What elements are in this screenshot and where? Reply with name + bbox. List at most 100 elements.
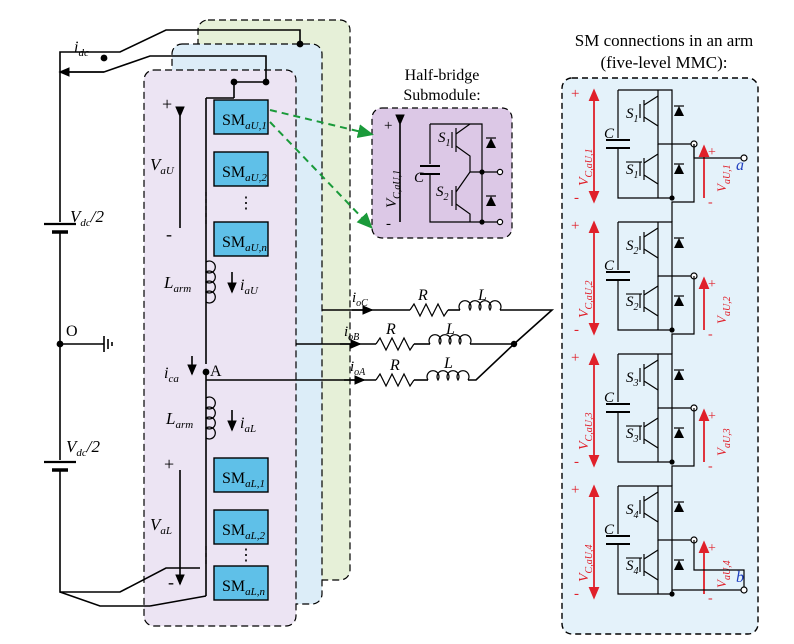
terminal-b-label: b	[736, 569, 744, 586]
l-a-label: L	[443, 355, 453, 372]
l-b-label: L	[445, 321, 455, 338]
upper-larm-label: Larm	[163, 273, 191, 295]
half-bridge-circuit	[395, 114, 504, 226]
arm-cell-out-minus: -	[708, 195, 713, 210]
ial-label: iaL	[240, 415, 256, 435]
terminal-a-label: a	[736, 157, 744, 174]
lower-arm	[149, 372, 269, 607]
hb-cap-label: C	[414, 170, 425, 186]
sm-al-1-label: SMaL,1	[222, 470, 265, 490]
ioa-label: ioA	[350, 359, 366, 378]
ioc-label: ioC	[352, 290, 368, 309]
idc-label: idc	[74, 39, 89, 59]
hb-minus: -	[386, 216, 391, 232]
hb-s1-label: S1	[438, 130, 451, 149]
upper-arm-dots: ⋮	[238, 195, 254, 212]
vdc-top-label: Vdc/2	[70, 207, 105, 229]
arm-cell-vc-label: VC,aU,3	[577, 413, 595, 450]
arm-cell-cap-label: C	[604, 390, 615, 406]
sm-au-2-label: SMaU,2	[222, 164, 267, 184]
ground-node-label: O	[66, 323, 78, 340]
iau-label: iaU	[240, 277, 259, 297]
l-c-label: L	[477, 287, 487, 304]
upper-arm	[175, 97, 269, 364]
arm-cell-plus: +	[571, 86, 579, 102]
arm-cell-vo-label: VaU,2	[714, 296, 733, 324]
arm-cell-bottom-switch-label: S3	[626, 426, 639, 445]
arm-cell-out-minus: -	[708, 327, 713, 342]
arm-cell-vo-label: VaU,1	[714, 164, 733, 192]
arm-cell-out-plus: +	[708, 409, 716, 424]
sm-al-2	[213, 509, 269, 545]
sm-au-n	[213, 221, 269, 257]
dc-link	[44, 29, 304, 607]
arm-cell-plus: +	[571, 218, 579, 234]
node-a-label: A	[210, 363, 222, 380]
sm-al-n-label: SMaL,n	[222, 578, 265, 598]
half-bridge-title-2: Submodule:	[403, 87, 480, 104]
arm-cell-top-switch-label: S1	[626, 106, 639, 125]
sm-al-n	[213, 565, 269, 601]
arm-cell-out-plus: +	[708, 541, 716, 556]
arm-cell-out-minus: -	[708, 459, 713, 474]
arm-connections-title-2: (five-level MMC):	[601, 53, 728, 72]
arm-cell-vo-label: VaU,3	[714, 428, 733, 456]
arm-connections-panel	[561, 77, 759, 635]
callout-arrow-2	[269, 121, 373, 229]
sm-au-1-label: SMaU,1	[222, 112, 267, 132]
arm-cell-bottom-switch-label: S2	[626, 294, 639, 313]
arm-cell-bottom-switch-label: S4	[626, 558, 639, 577]
arm-cell-out-plus: +	[708, 277, 716, 292]
arm-cell-cap-label: C	[604, 522, 615, 538]
half-bridge-title-1: Half-bridge	[405, 67, 480, 84]
load-network	[206, 300, 555, 388]
r-b-label: R	[385, 321, 396, 338]
ica-label: ica	[164, 365, 179, 385]
callout-arrow-1	[269, 109, 374, 139]
arm-cell-vc-label: VC,aU,2	[577, 281, 595, 318]
arm-cell-minus: -	[574, 190, 579, 206]
arm-cell-cap-label: C	[604, 126, 615, 142]
arm-cell-top-switch-label: S3	[626, 370, 639, 389]
lower-larm-label: Larm	[165, 409, 193, 431]
hb-s2-label: S2	[436, 184, 449, 203]
arm-cell-vc-label: VC,aU,4	[577, 545, 595, 582]
sm-au-1	[213, 99, 269, 135]
sm-au-n-label: SMaU,n	[222, 234, 267, 254]
arm-cell-minus: -	[574, 454, 579, 470]
hb-plus: +	[384, 118, 392, 134]
terminal-b	[740, 586, 748, 594]
arm-cell-vc-label: VC,aU,1	[577, 149, 595, 186]
arm-cells: S1S1C+-+-VC,aU,1VaU,1S2S2C+-+-VC,aU,2VaU…	[571, 86, 745, 606]
arm-cell-out-minus: -	[708, 591, 713, 606]
arm-connections-title-1: SM connections in an arm	[575, 31, 753, 50]
upper-arm-plus: +	[162, 94, 172, 114]
arm-cell-out-plus: +	[708, 145, 716, 160]
arm-cell-cap-label: C	[604, 258, 615, 274]
arm-cell-minus: -	[574, 586, 579, 602]
sm-al-2-label: SMaL,2	[222, 522, 265, 542]
arm-cell-plus: +	[571, 350, 579, 366]
r-a-label: R	[389, 357, 400, 374]
upper-arm-minus: -	[166, 224, 172, 244]
half-bridge-panel	[371, 107, 513, 239]
sm-al-1	[213, 457, 269, 493]
arm-cell-bottom-switch-label: S1	[626, 162, 639, 181]
lower-arm-dots: ⋮	[238, 547, 254, 564]
sm-au-2	[213, 151, 269, 187]
arm-cell-top-switch-label: S2	[626, 238, 639, 257]
iob-label: ioB	[344, 324, 359, 343]
terminal-a	[740, 154, 748, 162]
vau-label: VaU	[150, 155, 175, 177]
arm-cell-top-switch-label: S4	[626, 502, 639, 521]
lower-arm-plus: +	[164, 454, 174, 474]
r-c-label: R	[417, 287, 428, 304]
lower-arm-minus: -	[168, 572, 174, 592]
vdc-bottom-label: Vdc/2	[66, 437, 101, 459]
arm-cell-plus: +	[571, 482, 579, 498]
